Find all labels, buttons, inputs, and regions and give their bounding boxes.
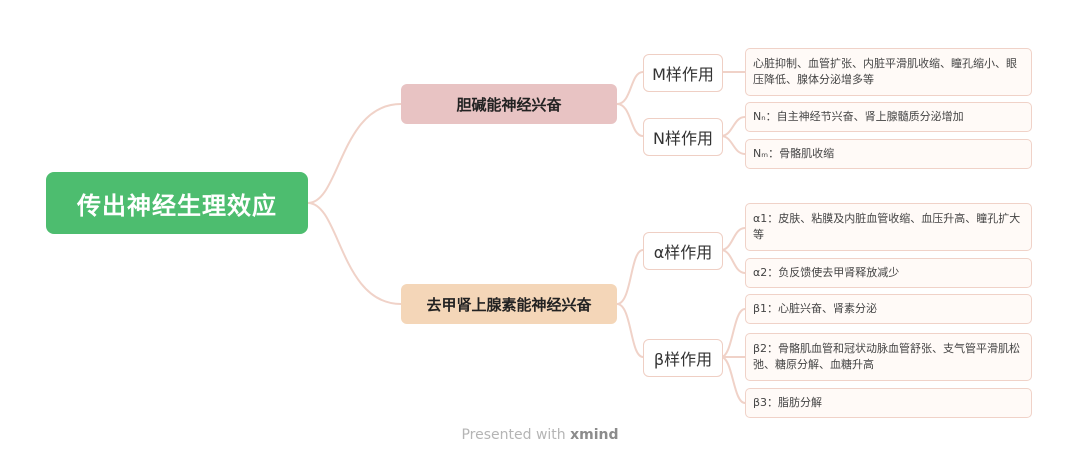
leaf-m-effects[interactable]: 心脏抑制、血管扩张、内脏平滑肌收缩、瞳孔缩小、眼压降低、腺体分泌增多等 <box>745 48 1032 96</box>
leaf-beta1-effects[interactable]: β1：心脏兴奋、肾素分泌 <box>745 294 1032 324</box>
subtopic-n-like[interactable]: N样作用 <box>643 118 723 156</box>
xmind-brand: xmind <box>570 427 619 443</box>
subtopic-m-like[interactable]: M样作用 <box>643 54 723 92</box>
leaf-nm-effects[interactable]: Nₘ：骨骼肌收缩 <box>745 139 1032 169</box>
leaf-nn-effects[interactable]: Nₙ：自主神经节兴奋、肾上腺髓质分泌增加 <box>745 102 1032 132</box>
branch-adrenergic[interactable]: 去甲肾上腺素能神经兴奋 <box>401 284 617 324</box>
footer-prefix: Presented with <box>461 427 566 443</box>
branch-cholinergic[interactable]: 胆碱能神经兴奋 <box>401 84 617 124</box>
root-topic[interactable]: 传出神经生理效应 <box>46 172 308 234</box>
subtopic-alpha-like[interactable]: α样作用 <box>643 232 723 270</box>
leaf-alpha2-effects[interactable]: α2：负反馈使去甲肾释放减少 <box>745 258 1032 288</box>
footer-credit: Presented with xmind <box>0 427 1080 443</box>
leaf-beta3-effects[interactable]: β3：脂肪分解 <box>745 388 1032 418</box>
leaf-alpha1-effects[interactable]: α1：皮肤、粘膜及内脏血管收缩、血压升高、瞳孔扩大等 <box>745 203 1032 251</box>
subtopic-beta-like[interactable]: β样作用 <box>643 339 723 377</box>
leaf-beta2-effects[interactable]: β2：骨骼肌血管和冠状动脉血管舒张、支气管平滑肌松弛、糖原分解、血糖升高 <box>745 333 1032 381</box>
